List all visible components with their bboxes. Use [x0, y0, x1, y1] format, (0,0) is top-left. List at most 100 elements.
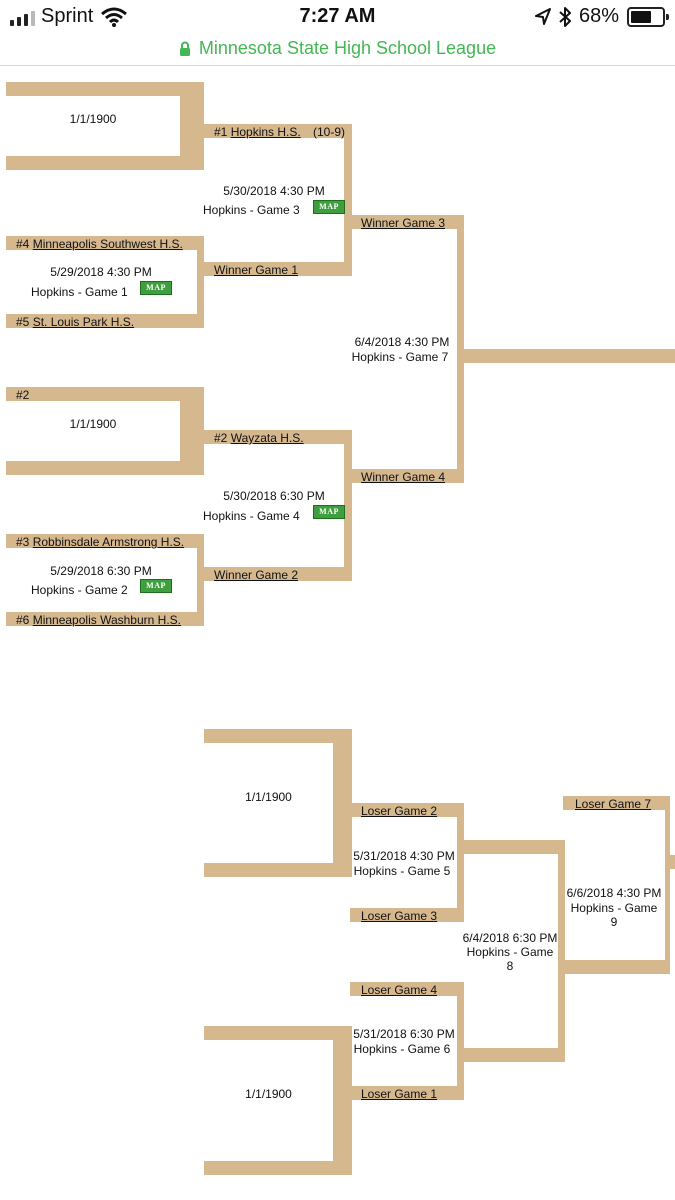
g7-date: 6/4/2018 4:30 PM	[354, 335, 450, 349]
g8-bottom-line	[462, 1048, 565, 1062]
g3-top-line	[204, 124, 352, 138]
team-link-wayzata[interactable]: Wayzata H.S.	[230, 431, 304, 445]
bye1-date: 1/1/1900	[69, 112, 117, 126]
g2-site: Hopkins - Game 2	[31, 583, 128, 597]
lbye2-top-line	[204, 1026, 352, 1040]
bye2-date: 1/1/1900	[69, 417, 117, 431]
bye1-top-line	[6, 82, 204, 96]
divider	[0, 65, 675, 66]
g2-connector	[197, 534, 204, 626]
lbye1-date: 1/1/1900	[245, 790, 292, 804]
g3-bottom-line	[204, 262, 352, 276]
g1-bottom-line	[6, 314, 204, 328]
g8-connector	[558, 840, 565, 1062]
g3-record: (10-9)	[313, 125, 346, 139]
clock: 7:27 AM	[299, 5, 376, 27]
g8-date: 6/4/2018 6:30 PM	[462, 931, 558, 945]
g6-bottom-label: Loser Game 1	[361, 1087, 438, 1101]
g5-top-line	[350, 803, 464, 817]
g2-team-top[interactable]: #3 Robbinsdale Armstrong H.S.	[16, 535, 185, 549]
g8-site: Hopkins - Game	[466, 945, 554, 959]
g3-map-button[interactable]: MAP	[313, 200, 345, 214]
g4-site: Hopkins - Game 4	[203, 509, 300, 523]
g2-map-button[interactable]: MAP	[140, 579, 172, 593]
g7-bottom-line	[350, 469, 464, 483]
g2-team-bottom[interactable]: #6 Minneapolis Washburn H.S.	[16, 613, 181, 627]
g2-bottom-line	[6, 612, 204, 626]
g5-bottom-line	[350, 908, 464, 922]
g3-connector	[344, 124, 352, 276]
championship-line	[464, 349, 675, 363]
g7-top-line	[350, 215, 464, 229]
bye1-bottom-line	[6, 156, 204, 170]
g1-team-top[interactable]: #4 Minneapolis Southwest H.S.	[16, 237, 183, 251]
lbye1-bottom-line	[204, 863, 352, 877]
g2-date: 5/29/2018 6:30 PM	[50, 564, 152, 578]
g9-date: 6/6/2018 4:30 PM	[566, 886, 662, 900]
g2-top-line	[6, 534, 204, 548]
g1-connector	[197, 236, 204, 328]
g3-site: Hopkins - Game 3	[203, 203, 300, 217]
battery-icon	[627, 6, 669, 27]
site-title: Minnesota State High School League	[198, 37, 497, 58]
signal-icon	[10, 8, 35, 26]
g4-date: 5/30/2018 6:30 PM	[223, 489, 325, 503]
location-icon	[534, 7, 551, 25]
bye2-seed: #2	[16, 388, 30, 402]
g4-top-line	[204, 430, 352, 444]
wifi-icon	[101, 7, 128, 27]
g1-site: Hopkins - Game 1	[31, 285, 128, 299]
bye2-top-line	[6, 387, 204, 401]
g5-site: Hopkins - Game 5	[353, 864, 451, 878]
g4-bottom-line	[204, 567, 352, 581]
g5-bottom-label: Loser Game 3	[361, 909, 438, 923]
g3-team-top[interactable]: #1 Hopkins H.S.	[214, 125, 301, 139]
g8-top-line	[462, 840, 565, 854]
g9-top-label: Loser Game 7	[575, 797, 652, 811]
g6-site: Hopkins - Game 6	[353, 1042, 451, 1056]
g3-bottom-label: Winner Game 1	[214, 263, 299, 277]
lbye2-connector	[333, 1026, 352, 1175]
team-link-minneapolis-washburn[interactable]: Minneapolis Washburn H.S.	[32, 613, 181, 627]
bluetooth-icon	[559, 6, 571, 27]
g1-date: 5/29/2018 4:30 PM	[50, 265, 152, 279]
g1-map-button[interactable]: MAP	[140, 281, 172, 295]
g5-date: 5/31/2018 4:30 PM	[353, 849, 455, 863]
bye1-connector	[180, 82, 204, 170]
bye2-bottom-line	[6, 461, 204, 475]
lbye2-bottom-line	[204, 1161, 352, 1175]
g9-top-line	[563, 796, 670, 810]
g4-bottom-label: Winner Game 2	[214, 568, 299, 582]
address-bar[interactable]: Minnesota State High School League	[0, 32, 675, 64]
g6-bottom-line	[350, 1086, 464, 1100]
g4-connector	[344, 430, 352, 581]
g9-connector	[665, 796, 670, 974]
g9-site-number: 9	[610, 915, 618, 929]
g1-team-bottom[interactable]: #5 St. Louis Park H.S.	[16, 315, 135, 329]
g9-bottom-line	[563, 960, 670, 974]
battery-percentage: 68%	[578, 5, 619, 27]
g3-date: 5/30/2018 4:30 PM	[223, 184, 325, 198]
g5-top-label: Loser Game 2	[361, 804, 438, 818]
g7-connector	[457, 215, 464, 483]
g7-site: Hopkins - Game 7	[351, 350, 449, 364]
team-link-robbinsdale-armstrong[interactable]: Robbinsdale Armstrong H.S.	[32, 535, 185, 549]
g4-map-button[interactable]: MAP	[313, 505, 345, 519]
lock-icon	[179, 41, 190, 56]
g7-top-label: Winner Game 3	[361, 216, 446, 230]
g6-top-label: Loser Game 4	[361, 983, 438, 997]
g4-team-top[interactable]: #2 Wayzata H.S.	[214, 431, 304, 445]
g9-out-line	[670, 855, 675, 869]
team-link-minneapolis-southwest[interactable]: Minneapolis Southwest H.S.	[32, 237, 183, 251]
g6-date: 5/31/2018 6:30 PM	[353, 1027, 455, 1041]
lbye1-top-line	[204, 729, 352, 743]
team-link-hopkins[interactable]: Hopkins H.S.	[230, 125, 301, 139]
carrier-name: Sprint	[41, 5, 94, 27]
lbye1-connector	[333, 729, 352, 877]
team-link-st-louis-park[interactable]: St. Louis Park H.S.	[32, 315, 135, 329]
g5-connector	[457, 803, 464, 922]
g6-top-line	[350, 982, 464, 996]
lbye2-date: 1/1/1900	[245, 1087, 292, 1101]
g8-site-number: 8	[506, 959, 514, 973]
g1-top-line	[6, 236, 204, 250]
